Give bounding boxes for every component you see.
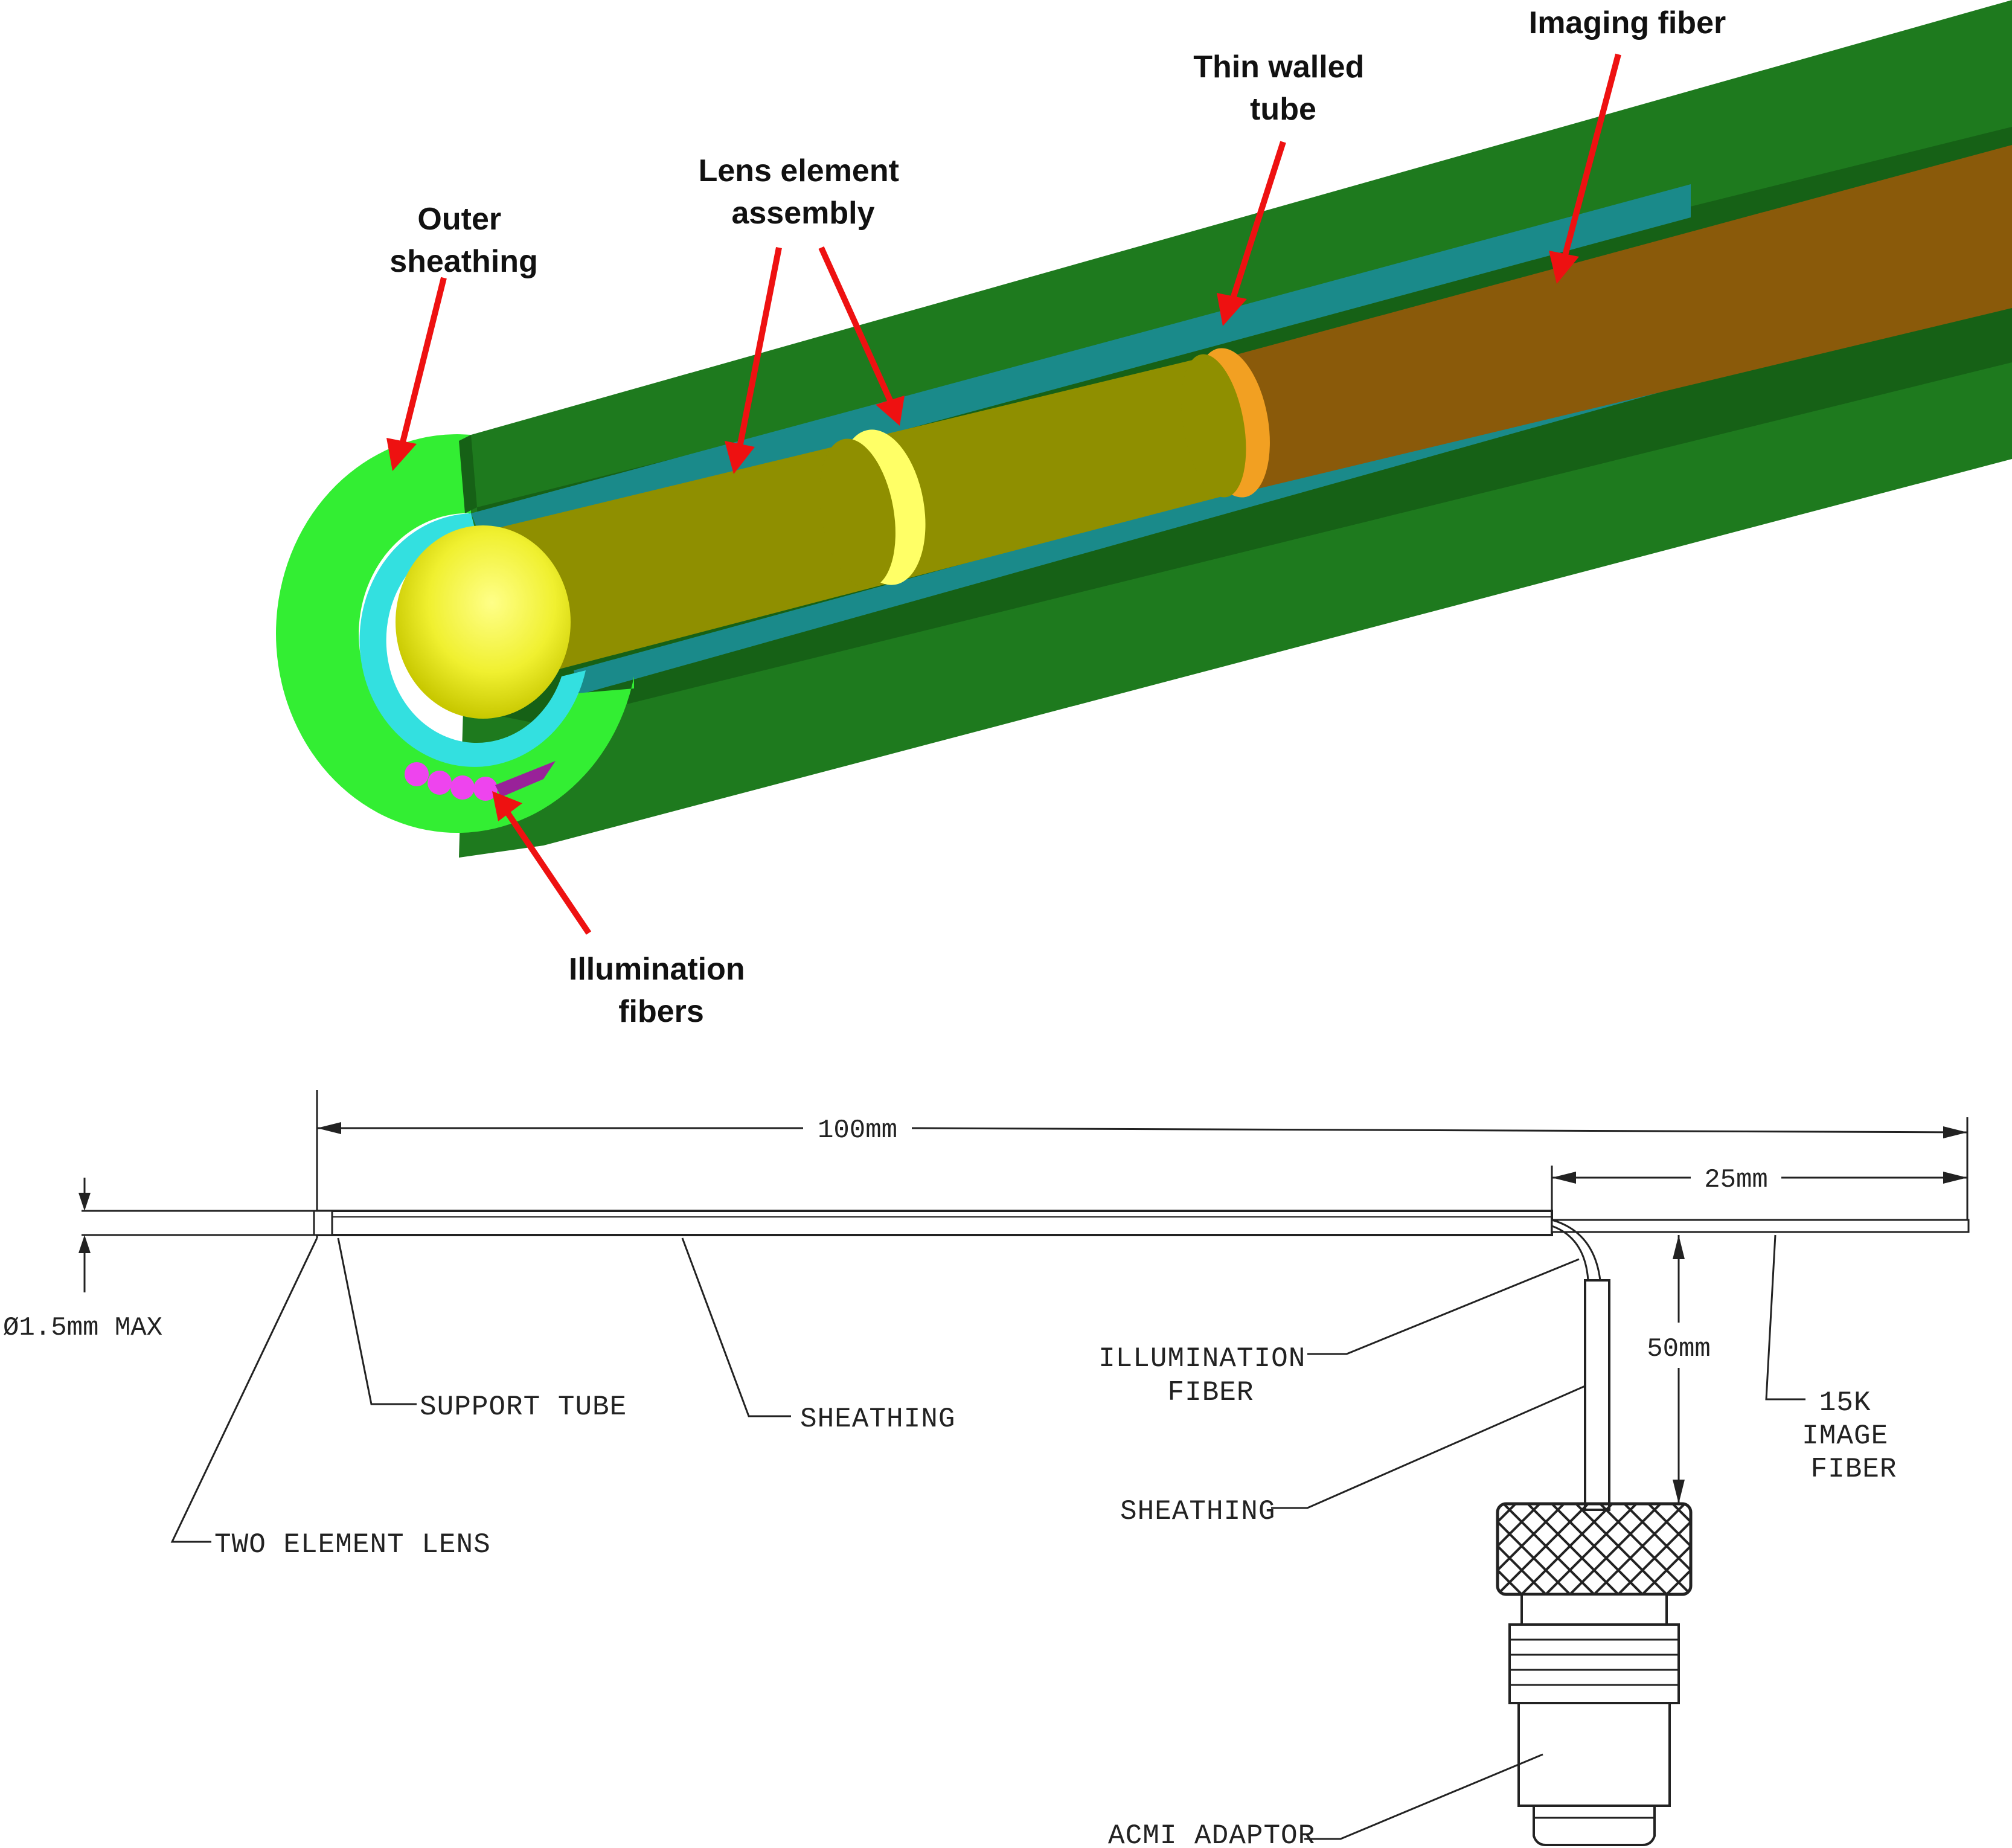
label-sheathing-branch: SHEATHING [1120, 1496, 1275, 1527]
label-acmi-adaptor: ACMI ADAPTOR [1108, 1820, 1315, 1848]
label-tube-line2: tube [1250, 92, 1316, 127]
illumination-fiber-dot [428, 771, 452, 795]
label-image-fiber: 15K IMAGE FIBER [1802, 1387, 1906, 1485]
leader-support-tube [337, 1237, 417, 1405]
arrow-lens-2 [818, 246, 894, 403]
arrow-outer-sheathing [399, 277, 447, 448]
cutaway-3d: Outer sheathing Lens element assembly Th… [276, 0, 2012, 1029]
label-imaging-fiber: Imaging fiber [1529, 5, 1726, 40]
thin-walled-tube-body [471, 184, 1691, 544]
label-image-fiber-line2: IMAGE [1802, 1420, 1888, 1452]
two-element-lens-tip [313, 1210, 333, 1236]
label-outer-sheathing-line2: sheathing [389, 244, 538, 279]
label-imaging-fiber-line1: Imaging fiber [1529, 5, 1726, 40]
arrow-illumination-fibers [504, 810, 592, 935]
label-thin-walled-tube: Thin walled tube [1193, 50, 1373, 127]
label-illum-line2: fibers [618, 994, 704, 1029]
technical-drawing: 100mm 25mm Ø1.5mm MAX 50mm [3, 1090, 1970, 1848]
dim-text-50mm: 50mm [1647, 1334, 1711, 1364]
label-outer-sheathing: Outer sheathing [389, 202, 538, 279]
label-image-fiber-line3: FIBER [1810, 1454, 1897, 1485]
arrow-imaging-fiber [1561, 53, 1621, 261]
label-image-fiber-line1: 15K [1819, 1387, 1871, 1419]
illumination-fibers-bundle [405, 761, 556, 801]
label-tube-line1: Thin walled [1193, 50, 1364, 85]
lens-front-face [396, 525, 571, 719]
acmi-adaptor [1496, 1502, 1693, 1846]
adaptor-tip [1533, 1805, 1656, 1846]
label-illumination-fiber-line1: ILLUMINATION [1098, 1343, 1306, 1375]
dim-text-100mm: 100mm [818, 1115, 897, 1146]
label-outer-sheathing-line1: Outer [417, 202, 501, 237]
arrow-thin-walled-tube [1229, 141, 1286, 303]
illumination-fiber-bend [1551, 1219, 1601, 1281]
arrow-lens-1 [737, 247, 782, 448]
label-illum-line1: Illumination [569, 952, 745, 987]
label-illumination-fibers: Illumination fibers [569, 952, 754, 1029]
illumination-fiber-dot [450, 775, 475, 800]
label-illumination-fiber-line2: FIBER [1167, 1377, 1254, 1408]
dim-text-25mm: 25mm [1704, 1165, 1768, 1195]
label-lens-element-assembly: Lens element assembly [699, 153, 908, 231]
leader-sheathing-branch [1271, 1385, 1586, 1509]
branch-sheathing [1584, 1279, 1610, 1511]
callout-arrows [386, 53, 1621, 935]
label-lens-line2: assembly [731, 196, 874, 231]
label-illumination-fiber: ILLUMINATION FIBER [1098, 1343, 1323, 1408]
leader-lines [170, 1234, 1805, 1840]
illumination-fiber-dot [405, 762, 429, 786]
leader-sheathing-main [681, 1237, 791, 1417]
leader-image-fiber [1765, 1234, 1805, 1400]
label-lens-line1: Lens element [699, 153, 899, 188]
image-fiber-extension [1551, 1219, 1970, 1233]
leader-two-element-lens [170, 1237, 318, 1543]
label-support-tube: SUPPORT TUBE [420, 1391, 627, 1423]
adaptor-knurled-nut [1496, 1502, 1693, 1596]
imaging-fiber-body [1208, 145, 2012, 489]
illumination-fiber-dot [473, 777, 498, 801]
probe-main-tube [316, 1210, 1553, 1236]
leader-illumination-fiber [1307, 1258, 1580, 1355]
label-two-element-lens: TWO ELEMENT LENS [214, 1529, 491, 1561]
leader-acmi-adaptor [1304, 1753, 1543, 1840]
label-sheathing-main: SHEATHING [800, 1404, 955, 1435]
dim-text-diameter: Ø1.5mm MAX [3, 1313, 162, 1343]
adaptor-threads [1508, 1623, 1680, 1704]
